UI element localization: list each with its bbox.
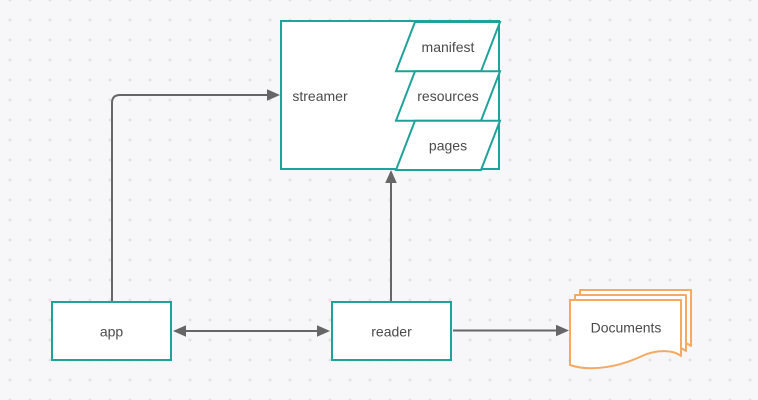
arrowhead-left-icon: [173, 325, 186, 337]
node-reader[interactable]: reader: [331, 301, 452, 361]
arrowhead-right-icon: [317, 325, 330, 337]
reader-label: reader: [371, 323, 412, 339]
edge-line[interactable]: [111, 94, 268, 302]
edge-app-to-streamer[interactable]: [111, 89, 280, 302]
node-pages[interactable]: pages: [394, 119, 502, 171]
manifest-label: manifest: [422, 39, 475, 55]
node-app[interactable]: app: [51, 301, 172, 361]
edge-app-reader-bidirectional[interactable]: [173, 325, 330, 337]
resources-label: resources: [417, 88, 478, 104]
node-manifest[interactable]: manifest: [394, 21, 502, 73]
arrowhead-right-icon: [267, 89, 280, 101]
edge-reader-to-documents[interactable]: [453, 324, 569, 337]
pages-parallelogram[interactable]: [394, 119, 502, 171]
reader-box[interactable]: [331, 301, 452, 361]
arrowhead-right-icon: [556, 324, 569, 337]
arrowhead-up-icon: [385, 170, 397, 183]
documents-label: Documents: [591, 319, 662, 335]
node-documents[interactable]: Documents: [569, 289, 692, 370]
node-resources[interactable]: resources: [394, 70, 502, 122]
document-sheet-front[interactable]: [569, 299, 682, 370]
edge-reader-to-streamer[interactable]: [385, 170, 397, 302]
pages-label: pages: [429, 137, 467, 153]
app-label: app: [100, 323, 124, 339]
app-box[interactable]: [51, 301, 172, 361]
streamer-label: streamer: [292, 88, 348, 104]
